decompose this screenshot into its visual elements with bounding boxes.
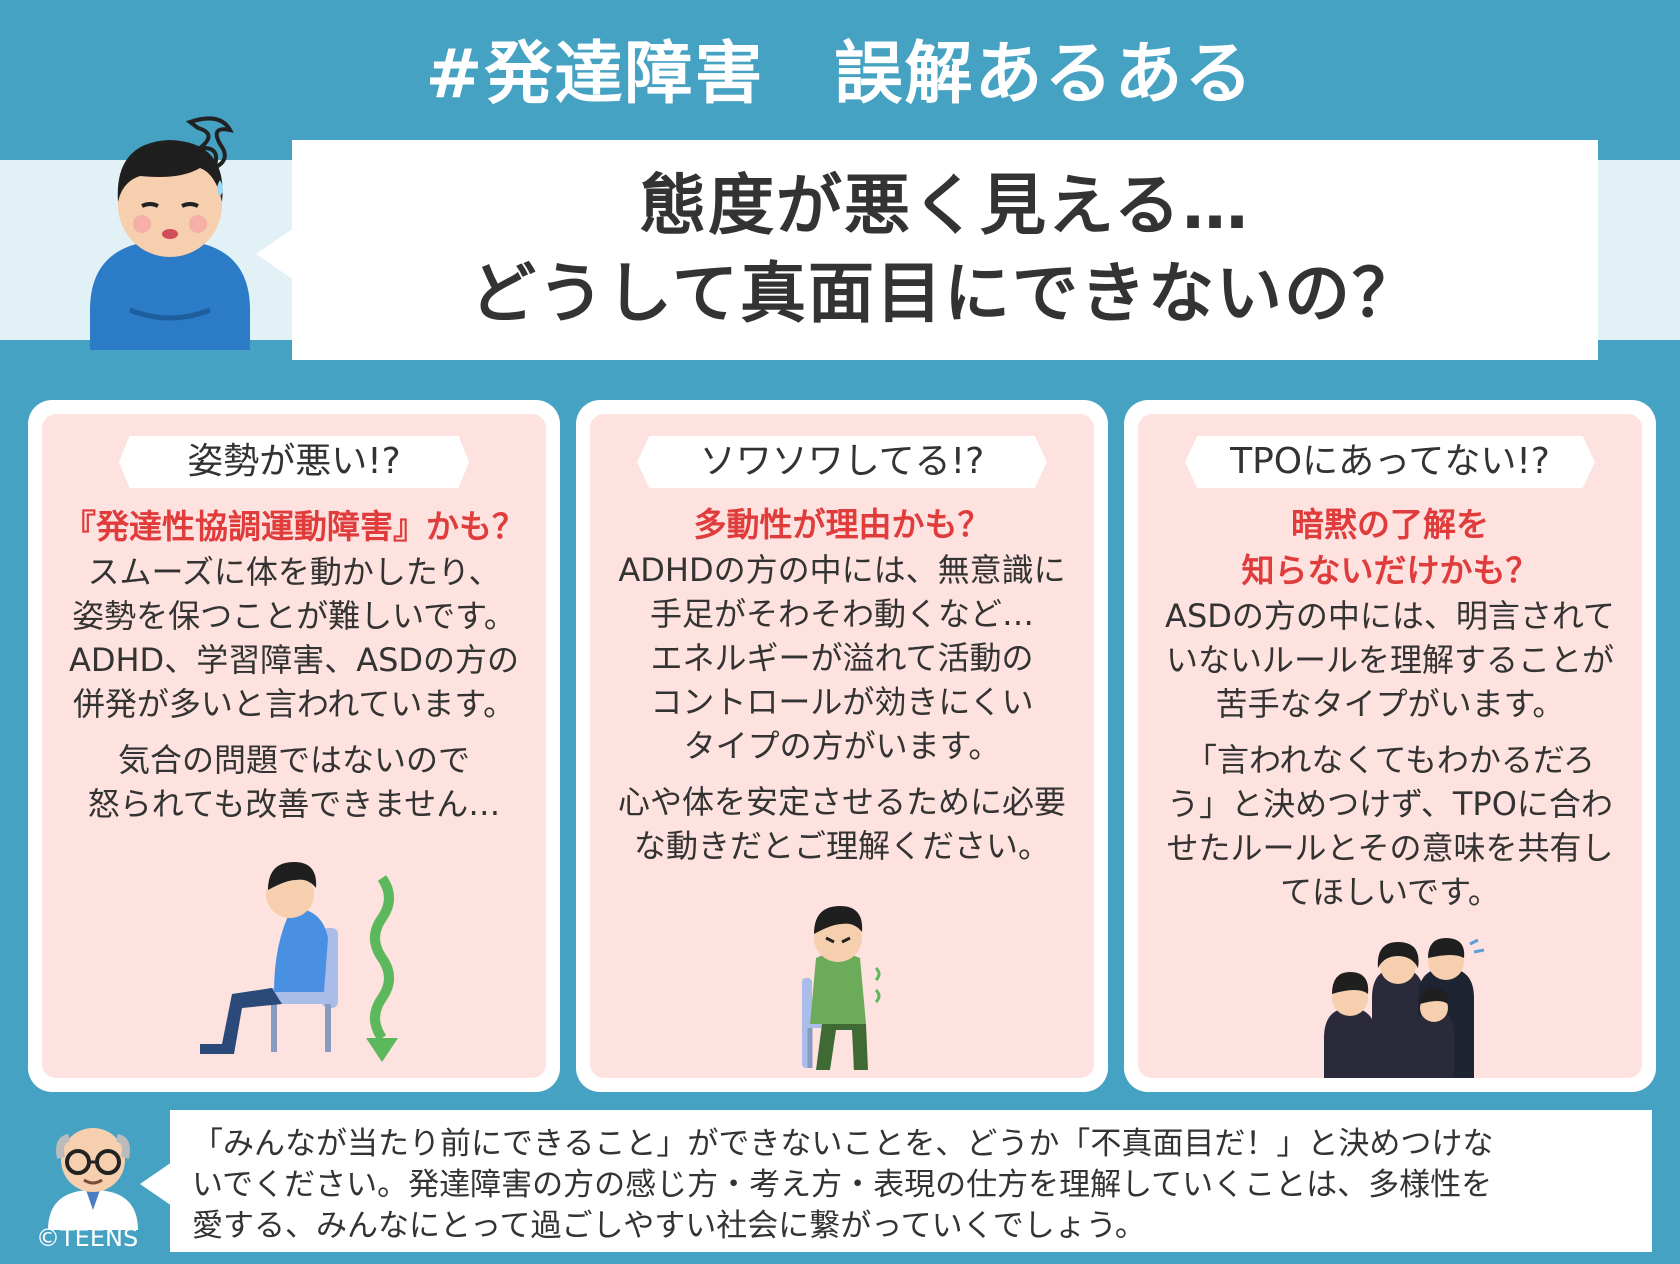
fidgeting-boy-illustration (802, 906, 881, 1070)
card-body-line: いないルールを理解することが (1165, 641, 1614, 679)
card-body-line: コントロールが効きにくい (650, 683, 1034, 721)
card-subheading: 『発達性協調運動障害』かも？ (63, 507, 525, 546)
card-body-line: 気合の問題ではないので (117, 741, 470, 779)
card-body-line: ADHDの方の中には、無意識に (618, 551, 1066, 589)
card-body-line: な動きだとご理解ください。 (633, 827, 1050, 865)
card-body-line: ASDの方の中には、明言されて (1165, 597, 1615, 635)
card-heading: TPOにあってない!? (1185, 436, 1595, 488)
card-subheading: 暗黙の了解を 知らないだけかも？ (1138, 502, 1642, 594)
card-tpo: TPOにあってない!? 暗黙の了解を 知らないだけかも？ ASDの方の中には、明… (1124, 400, 1656, 1092)
slouching-boy-illustration (200, 862, 398, 1062)
copyright: ©TEENS (36, 1224, 139, 1252)
card-subheading-line: 知らないだけかも？ (1241, 551, 1539, 590)
card-body-line: スムーズに体を動かしたり、 (87, 553, 501, 591)
card-body-line: エネルギーが溢れて活動の (650, 639, 1034, 677)
card-body-paragraph: ASDの方の中には、明言されて いないルールを理解することが 苦手なタイプがいま… (1138, 594, 1642, 726)
worried-boy-illustration (90, 116, 250, 350)
footer-line: 「みんなが当たり前にできること」ができないことを、どうか「不真面目だ！」と決めつ… (192, 1126, 1494, 1162)
card-body-line: 心や体を安定させるために必要 (617, 783, 1066, 821)
card-body-paragraph: 気合の問題ではないので 怒られても改善できません… (42, 738, 546, 826)
card-body-line: ADHD、学習障害、ASDの方の (68, 641, 520, 679)
card-body-line: タイプの方がいます。 (683, 727, 1001, 765)
card-posture: 姿勢が悪い!? 『発達性協調運動障害』かも？ スムーズに体を動かしたり、 姿勢を… (28, 400, 560, 1092)
card-subheading: 多動性が理由かも？ (693, 505, 991, 544)
hero-line-2: どうして真面目にできないの？ (469, 255, 1421, 332)
card-body-line: 苦手なタイプがいます。 (1215, 685, 1565, 723)
card-body-paragraph: スムーズに体を動かしたり、 姿勢を保つことが難しいです。 ADHD、学習障害、A… (42, 550, 546, 726)
card-heading: 姿勢が悪い!? (119, 436, 469, 488)
page-title: #発達障害 誤解あるある (425, 35, 1255, 114)
card-body-line: 姿勢を保つことが難しいです。 (72, 597, 516, 635)
card-fidgeting: ソワソワしてる!? 多動性が理由かも？ ADHDの方の中には、無意識に 手足がそ… (576, 400, 1108, 1092)
card-body-line: 「言われなくてもわかるだろ (1185, 741, 1595, 779)
card-body-line: う」と決めつけず、TPOに合わ (1167, 785, 1613, 823)
footer-line: いでください。発達障害の方の感じ方・考え方・表現の仕方を理解していくことは、多様… (192, 1167, 1493, 1203)
card-body-line: せたルールとその意味を共有し (1166, 829, 1614, 867)
card-body-paragraph: 「言われなくてもわかるだろ う」と決めつけず、TPOに合わ せたルールとその意味… (1138, 738, 1642, 914)
footer-line: 愛する、みんなにとって過ごしやすい社会に繋がっていくでしょう。 (192, 1208, 1146, 1244)
card-body-line: 手足がそわそわ動くなど… (649, 595, 1034, 633)
footer-message-box: 「みんなが当たり前にできること」ができないことを、どうか「不真面目だ！」と決めつ… (140, 1110, 1652, 1252)
doctor-illustration (48, 1128, 138, 1230)
hero-question-box: 態度が悪く見える… どうして真面目にできないの？ (256, 140, 1598, 360)
card-body-line: てほしいです。 (1280, 873, 1500, 911)
hero-line-1: 態度が悪く見える… (639, 167, 1251, 244)
card-subheading-line: 暗黙の了解を (1291, 505, 1489, 544)
card-body-paragraph: ADHDの方の中には、無意識に 手足がそわそわ動くなど… エネルギーが溢れて活動… (590, 548, 1094, 768)
card-body-paragraph: 心や体を安定させるために必要 な動きだとご理解ください。 (590, 780, 1094, 868)
office-people-illustration (1324, 938, 1485, 1078)
card-heading: ソワソワしてる!? (637, 436, 1047, 488)
card-body-line: 併発が多いと言われています。 (72, 685, 516, 723)
card-body-line: 怒られても改善できません… (87, 785, 501, 823)
